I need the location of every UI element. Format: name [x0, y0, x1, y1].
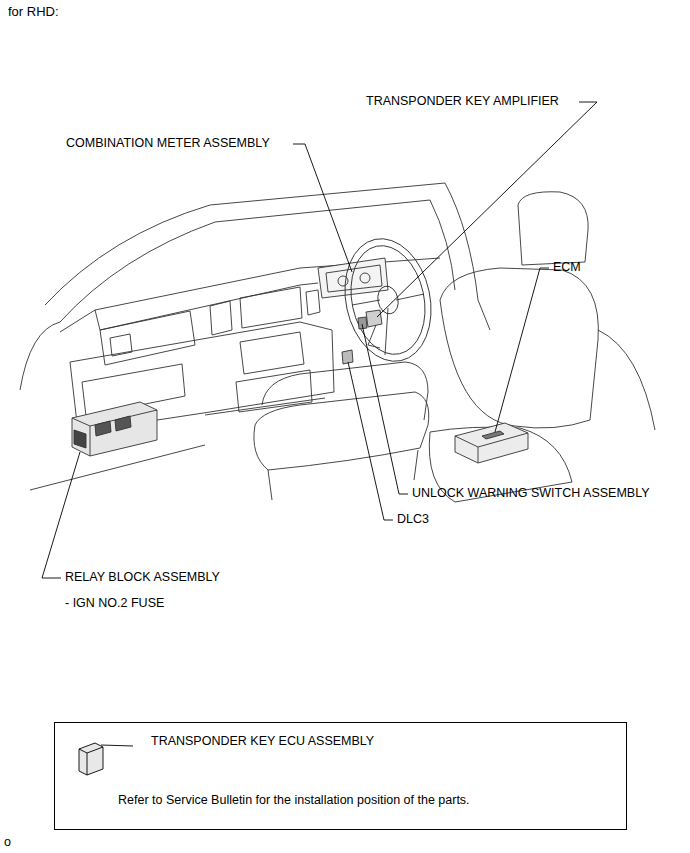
- leader-line: [362, 324, 408, 494]
- note-box: TRANSPONDER KEY ECU ASSEMBLY Refer to Ser…: [54, 722, 627, 830]
- console-panel: [240, 332, 304, 374]
- fuse-label: - IGN NO.2 FUSE: [65, 596, 164, 611]
- vent: [306, 290, 320, 315]
- gauge: [360, 273, 370, 283]
- dash-panel: [100, 311, 195, 365]
- combination-meter: [318, 258, 388, 298]
- relay-block-edge: [72, 410, 157, 456]
- dash-line: [205, 398, 325, 415]
- node-heading: TRANSPONDER KEY ECU ASSEMBLY: [151, 734, 374, 749]
- leader-line: [293, 144, 352, 272]
- seat: [262, 362, 428, 420]
- page-mark: o: [4, 835, 11, 850]
- center-display: [240, 287, 302, 328]
- relay: [95, 416, 131, 436]
- ecu-icon: [73, 731, 133, 781]
- part-label: UNLOCK WARNING SWITCH ASSEMBLY: [412, 486, 650, 501]
- part-label: RELAY BLOCK ASSEMBLY: [65, 570, 220, 585]
- ecu-icon-body: [79, 743, 103, 775]
- dlc3-connector: [342, 350, 353, 364]
- console-panel: [236, 370, 312, 412]
- node-note: Refer to Service Bulletin for the instal…: [118, 793, 470, 808]
- steering-spoke: [352, 294, 424, 355]
- leader-line: [42, 452, 80, 578]
- dashboard-edge: [95, 283, 318, 330]
- headrest: [518, 192, 588, 265]
- steering-wheel: [334, 231, 442, 370]
- seat-cushion: [254, 392, 429, 470]
- part-label: TRANSPONDER KEY AMPLIFIER: [366, 94, 559, 109]
- part-label: COMBINATION METER ASSEMBLY: [66, 136, 270, 151]
- relay-block: [72, 402, 157, 456]
- seat-back: [440, 268, 598, 428]
- leader-line: [495, 268, 549, 432]
- a-pillar: [445, 183, 478, 300]
- dashboard-top: [60, 258, 440, 332]
- door-line: [478, 300, 655, 430]
- steering-wheel: [341, 239, 434, 362]
- leader-line: [377, 102, 597, 317]
- floor-line: [30, 445, 205, 490]
- door-line: [20, 322, 60, 390]
- leader-line: [348, 362, 393, 520]
- gauge: [338, 276, 348, 286]
- vent: [210, 301, 232, 335]
- seat-base: [268, 450, 418, 500]
- relay: [74, 430, 86, 448]
- part-label: ECM: [553, 260, 581, 275]
- part-label: DLC3: [397, 512, 429, 527]
- ecm-connector: [482, 431, 504, 439]
- amplifier-part: [366, 310, 382, 327]
- ecu-icon-edge: [79, 745, 133, 775]
- title: for RHD:: [8, 4, 59, 19]
- ecm-box: [455, 423, 528, 463]
- windshield-frame: [60, 200, 430, 322]
